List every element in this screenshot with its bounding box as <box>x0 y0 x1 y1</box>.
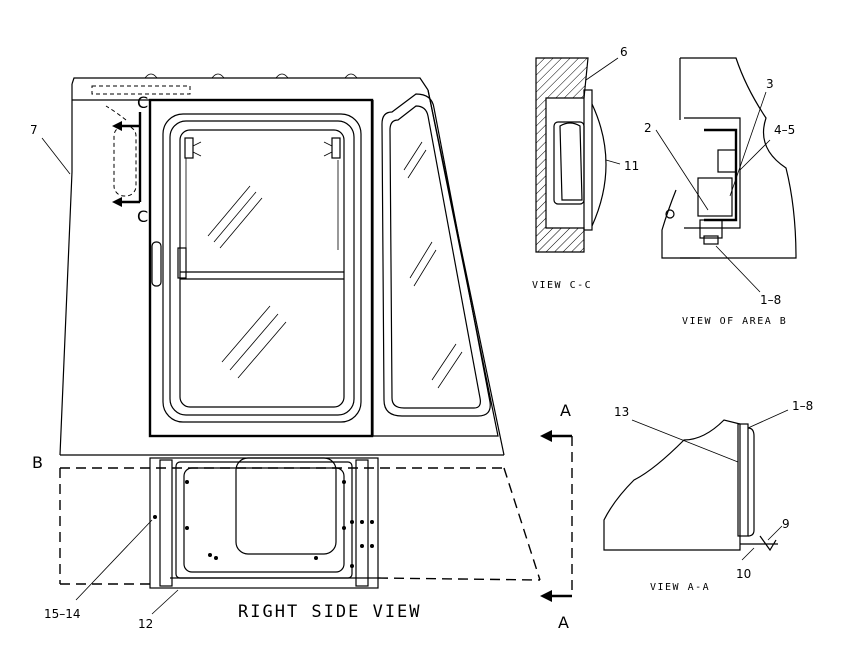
view-area-b: 3 2 4–5 1–8 VIEW OF AREA B <box>644 57 797 327</box>
callout-15-14: 15–14 <box>44 607 81 621</box>
roof-hidden-feature <box>91 85 191 95</box>
callout-4-5: 4–5 <box>774 123 795 137</box>
callout-7: 7 <box>30 123 38 137</box>
rear-window-inner <box>389 105 481 409</box>
bolt-head <box>697 177 733 217</box>
section-a-bottom: A <box>558 613 569 632</box>
seal-strip <box>737 423 749 537</box>
panel-bolts <box>153 480 374 568</box>
rear-glass-reflections <box>403 141 463 389</box>
door-glass <box>179 129 345 408</box>
clip <box>740 535 778 552</box>
cab-right-side-view: C C <box>59 73 505 456</box>
view-area-b-title: VIEW OF AREA B <box>682 316 787 327</box>
rear-window-outer <box>381 93 491 417</box>
callout-10: 10 <box>736 567 751 581</box>
hidden-light-outline <box>113 125 137 197</box>
callout-12: 12 <box>138 617 153 631</box>
cab-left-edge <box>59 100 73 456</box>
view-cc-title: VIEW C-C <box>532 280 592 291</box>
callout-2: 2 <box>644 121 652 135</box>
view-aa-title: VIEW A-A <box>650 582 710 593</box>
view-cc: 6 11 VIEW C-C <box>532 45 639 291</box>
nut-assembly <box>717 149 737 173</box>
callout-9: 9 <box>782 517 790 531</box>
latch-right <box>331 137 341 159</box>
main-callouts: 7 15–14 12 RIGHT SIDE VIEW <box>30 123 422 631</box>
section-c-bottom: C <box>137 207 148 226</box>
glass-reflections <box>207 185 287 379</box>
access-window <box>235 457 337 555</box>
access-door <box>175 461 353 579</box>
door-handle <box>151 241 162 287</box>
window-divider <box>180 271 344 280</box>
roof-bolts <box>144 73 358 79</box>
view-aa: 13 1–8 9 10 VIEW A-A <box>603 399 813 593</box>
section-a-top: A <box>560 401 571 420</box>
callout-13: 13 <box>614 405 629 419</box>
callout-1-8-a: 1–8 <box>792 399 813 413</box>
light-housing <box>553 121 585 205</box>
mount-plate <box>684 117 741 229</box>
door-frame <box>148 98 374 438</box>
callout-3: 3 <box>766 77 774 91</box>
callout-11: 11 <box>624 159 639 173</box>
door-window-inner <box>169 120 355 416</box>
latch-left <box>184 137 194 159</box>
light-lens <box>591 103 607 227</box>
lower-panel: B <box>32 453 541 589</box>
handle-bracket <box>177 247 187 279</box>
section-b-label: B <box>32 453 43 472</box>
door-window-outer <box>162 113 362 423</box>
callout-6: 6 <box>620 45 628 59</box>
main-view-title: RIGHT SIDE VIEW <box>238 602 422 622</box>
section-c-top: C <box>137 93 148 112</box>
cab-roof <box>71 77 429 91</box>
section-aa-cut: A A <box>540 401 573 632</box>
callout-1-8-b: 1–8 <box>760 293 781 307</box>
